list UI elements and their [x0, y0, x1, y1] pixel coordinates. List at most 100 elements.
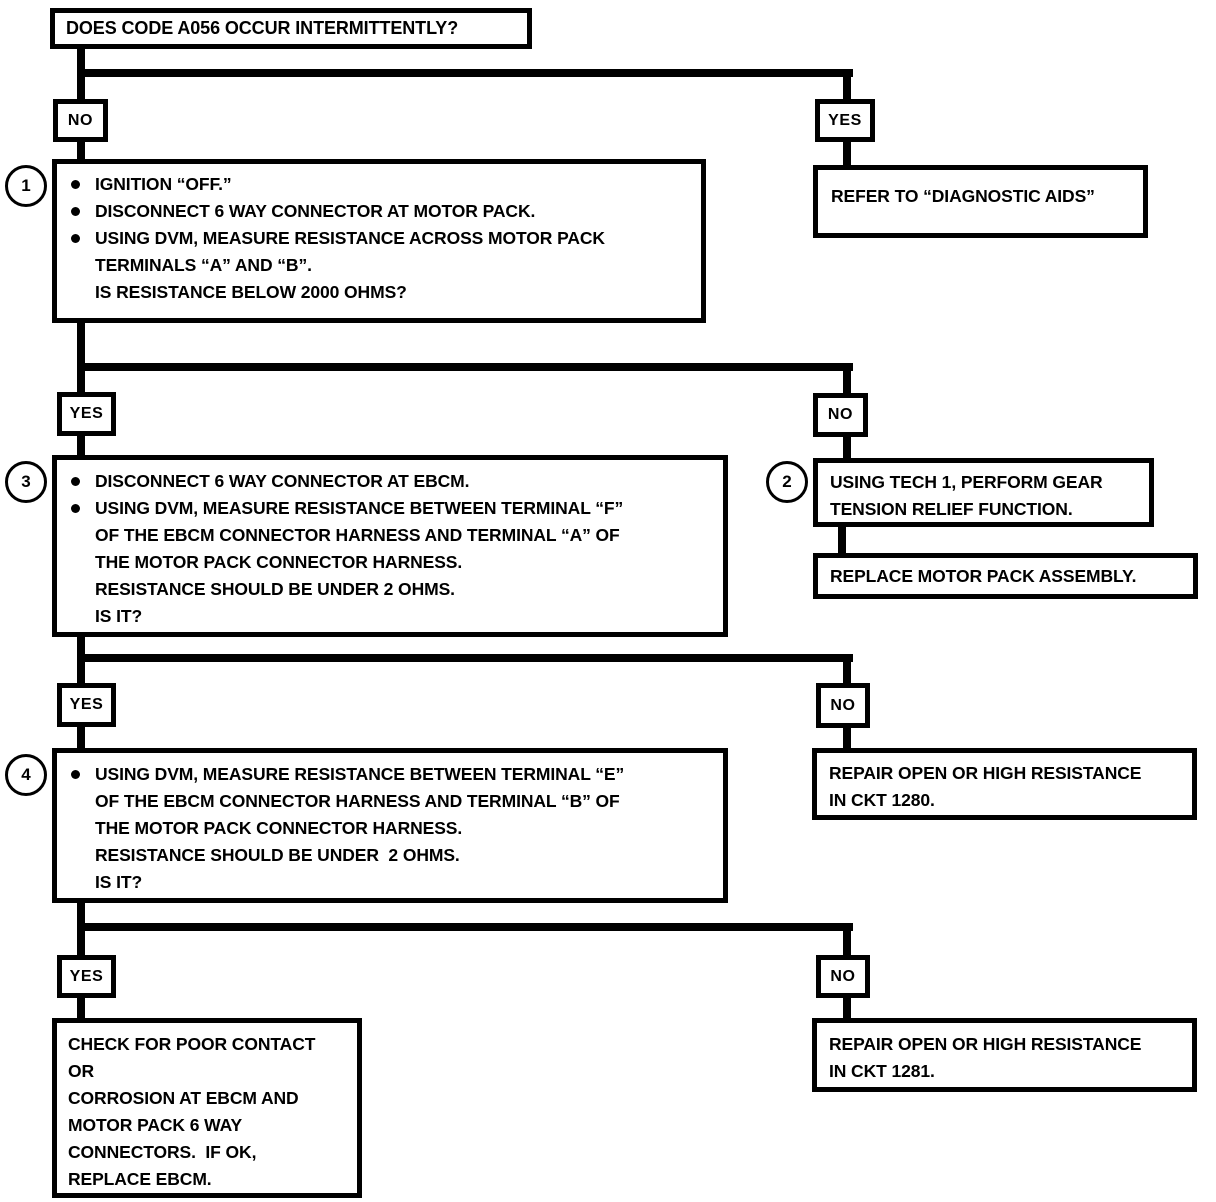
replace-motor-text: REPLACE MOTOR PACK ASSEMBLY.: [830, 565, 1137, 586]
step4-line: USING DVM, MEASURE RESISTANCE BETWEEN TE…: [57, 761, 723, 788]
yes-label: YES: [69, 405, 104, 422]
step-number-1-badge: 1: [5, 165, 47, 207]
no-tag-1: NO: [53, 99, 108, 142]
bullet-icon: [71, 234, 80, 243]
yes-tag-4: YES: [57, 955, 116, 998]
step1-line-text: IGNITION “OFF.”: [95, 174, 232, 194]
connector-tier4-branch: [77, 923, 853, 931]
step3-line-text: OF THE EBCM CONNECTOR HARNESS AND TERMIN…: [95, 525, 620, 545]
node-step-2: USING TECH 1, PERFORM GEAR TENSION RELIE…: [813, 458, 1154, 527]
step4-line-text: RESISTANCE SHOULD BE UNDER 2 OHMS.: [95, 845, 460, 865]
check-line-text: CHECK FOR POOR CONTACT: [68, 1034, 316, 1054]
step1-line: IGNITION “OFF.”: [57, 171, 701, 198]
connector-no1-step1: [77, 139, 85, 161]
step-number-2-badge: 2: [766, 461, 808, 503]
step4-line: IS IT?: [57, 869, 723, 896]
step1-line-text: IS RESISTANCE BELOW 2000 OHMS?: [95, 282, 407, 302]
yes-tag-2: YES: [57, 392, 116, 436]
bullet-icon: [71, 504, 80, 513]
connector-yes1-refer: [843, 140, 851, 167]
connector-tier2-branch: [77, 363, 853, 371]
step1-line: USING DVM, MEASURE RESISTANCE ACROSS MOT…: [57, 225, 701, 252]
step4-line: RESISTANCE SHOULD BE UNDER 2 OHMS.: [57, 842, 723, 869]
check-line-text: MOTOR PACK 6 WAY: [68, 1115, 243, 1135]
step-number-3-badge: 3: [5, 461, 47, 503]
step3-line: OF THE EBCM CONNECTOR HARNESS AND TERMIN…: [57, 522, 723, 549]
node-step-1: IGNITION “OFF.” DISCONNECT 6 WAY CONNECT…: [52, 159, 706, 323]
step3-line: THE MOTOR PACK CONNECTOR HARNESS.: [57, 549, 723, 576]
yes-tag-1: YES: [815, 99, 875, 142]
connector-no3-repair1280: [843, 726, 851, 750]
node-repair-ckt-1280: REPAIR OPEN OR HIGH RESISTANCE IN CKT 12…: [812, 748, 1197, 820]
step3-line-text: RESISTANCE SHOULD BE UNDER 2 OHMS.: [95, 579, 455, 599]
repair1280-line-text: REPAIR OPEN OR HIGH RESISTANCE: [829, 763, 1142, 783]
step3-line-text: THE MOTOR PACK CONNECTOR HARNESS.: [95, 552, 463, 572]
yes-label: YES: [69, 696, 104, 713]
step1-line-text: DISCONNECT 6 WAY CONNECTOR AT MOTOR PACK…: [95, 201, 536, 221]
no-label: NO: [830, 967, 856, 985]
connector-tier2-right: [843, 363, 851, 395]
step-number-2: 2: [782, 472, 792, 491]
repair1281-line-text: IN CKT 1281.: [829, 1061, 935, 1081]
step3-line: USING DVM, MEASURE RESISTANCE BETWEEN TE…: [57, 495, 723, 522]
no-label: NO: [830, 696, 856, 714]
repair1281-line-text: REPAIR OPEN OR HIGH RESISTANCE: [829, 1034, 1142, 1054]
step3-line: RESISTANCE SHOULD BE UNDER 2 OHMS.: [57, 576, 723, 603]
step1-line: TERMINALS “A” AND “B”.: [57, 252, 701, 279]
step1-line: DISCONNECT 6 WAY CONNECTOR AT MOTOR PACK…: [57, 198, 701, 225]
root-question-text: DOES CODE A056 OCCUR INTERMITTENTLY?: [66, 18, 459, 38]
step4-line-text: IS IT?: [95, 872, 143, 892]
step3-line: DISCONNECT 6 WAY CONNECTOR AT EBCM.: [57, 468, 723, 495]
check-line-text: REPLACE EBCM.: [68, 1169, 212, 1189]
step3-line: IS IT?: [57, 603, 723, 630]
yes-label: YES: [69, 967, 104, 985]
connector-step1-down: [77, 321, 85, 394]
connector-tier4-right: [843, 923, 851, 957]
step1-line-text: USING DVM, MEASURE RESISTANCE ACROSS MOT…: [95, 228, 605, 248]
step4-line-text: USING DVM, MEASURE RESISTANCE BETWEEN TE…: [95, 764, 625, 784]
no-tag-2: NO: [813, 393, 868, 437]
repair1280-line-text: IN CKT 1280.: [829, 790, 935, 810]
bullet-icon: [71, 207, 80, 216]
check-line-text: CONNECTORS. IF OK,: [68, 1142, 257, 1162]
step-number-1: 1: [21, 176, 31, 195]
node-replace-motor-pack: REPLACE MOTOR PACK ASSEMBLY.: [813, 553, 1198, 599]
connector-tier1-right: [843, 69, 851, 101]
step1-line-text: TERMINALS “A” AND “B”.: [95, 255, 312, 275]
step3-line-text: USING DVM, MEASURE RESISTANCE BETWEEN TE…: [95, 498, 624, 518]
check-line-text: OR: [68, 1061, 95, 1081]
step1-line: IS RESISTANCE BELOW 2000 OHMS?: [57, 279, 701, 306]
step3-line-text: DISCONNECT 6 WAY CONNECTOR AT EBCM.: [95, 471, 470, 491]
yes-label: YES: [828, 111, 862, 129]
step-number-3: 3: [21, 472, 31, 491]
step2-line-text: USING TECH 1, PERFORM GEAR: [830, 472, 1103, 492]
step4-line: OF THE EBCM CONNECTOR HARNESS AND TERMIN…: [57, 788, 723, 815]
bullet-icon: [71, 477, 80, 486]
node-repair-ckt-1281: REPAIR OPEN OR HIGH RESISTANCE IN CKT 12…: [812, 1018, 1197, 1092]
no-label: NO: [67, 111, 94, 129]
connector-no4-repair1281: [843, 996, 851, 1020]
node-step-4: USING DVM, MEASURE RESISTANCE BETWEEN TE…: [52, 748, 728, 903]
node-root-question: DOES CODE A056 OCCUR INTERMITTENTLY?: [50, 8, 532, 49]
step-number-4-badge: 4: [5, 754, 47, 796]
refer-text: REFER TO “DIAGNOSTIC AIDS”: [831, 186, 1095, 206]
node-check-connectors: CHECK FOR POOR CONTACT OR CORROSION AT E…: [52, 1018, 362, 1198]
connector-yes4-check: [77, 996, 85, 1020]
step4-line-text: OF THE EBCM CONNECTOR HARNESS AND TERMIN…: [95, 791, 620, 811]
step2-line-text: TENSION RELIEF FUNCTION.: [830, 499, 1073, 519]
node-step-3: DISCONNECT 6 WAY CONNECTOR AT EBCM. USIN…: [52, 455, 728, 637]
step4-line-text: THE MOTOR PACK CONNECTOR HARNESS.: [95, 818, 463, 838]
connector-step2-replace: [838, 524, 846, 553]
connector-tier3-branch: [77, 654, 853, 662]
step4-line: THE MOTOR PACK CONNECTOR HARNESS.: [57, 815, 723, 842]
bullet-icon: [71, 180, 80, 189]
node-refer-diagnostic-aids: REFER TO “DIAGNOSTIC AIDS”: [813, 165, 1148, 238]
bullet-icon: [71, 770, 80, 779]
connector-tier1-branch: [77, 69, 853, 77]
connector-yes2-step3: [77, 434, 85, 457]
no-tag-3: NO: [816, 683, 870, 728]
connector-yes3-step4: [77, 725, 85, 750]
no-tag-4: NO: [816, 955, 870, 998]
connector-tier3-right: [843, 654, 851, 685]
